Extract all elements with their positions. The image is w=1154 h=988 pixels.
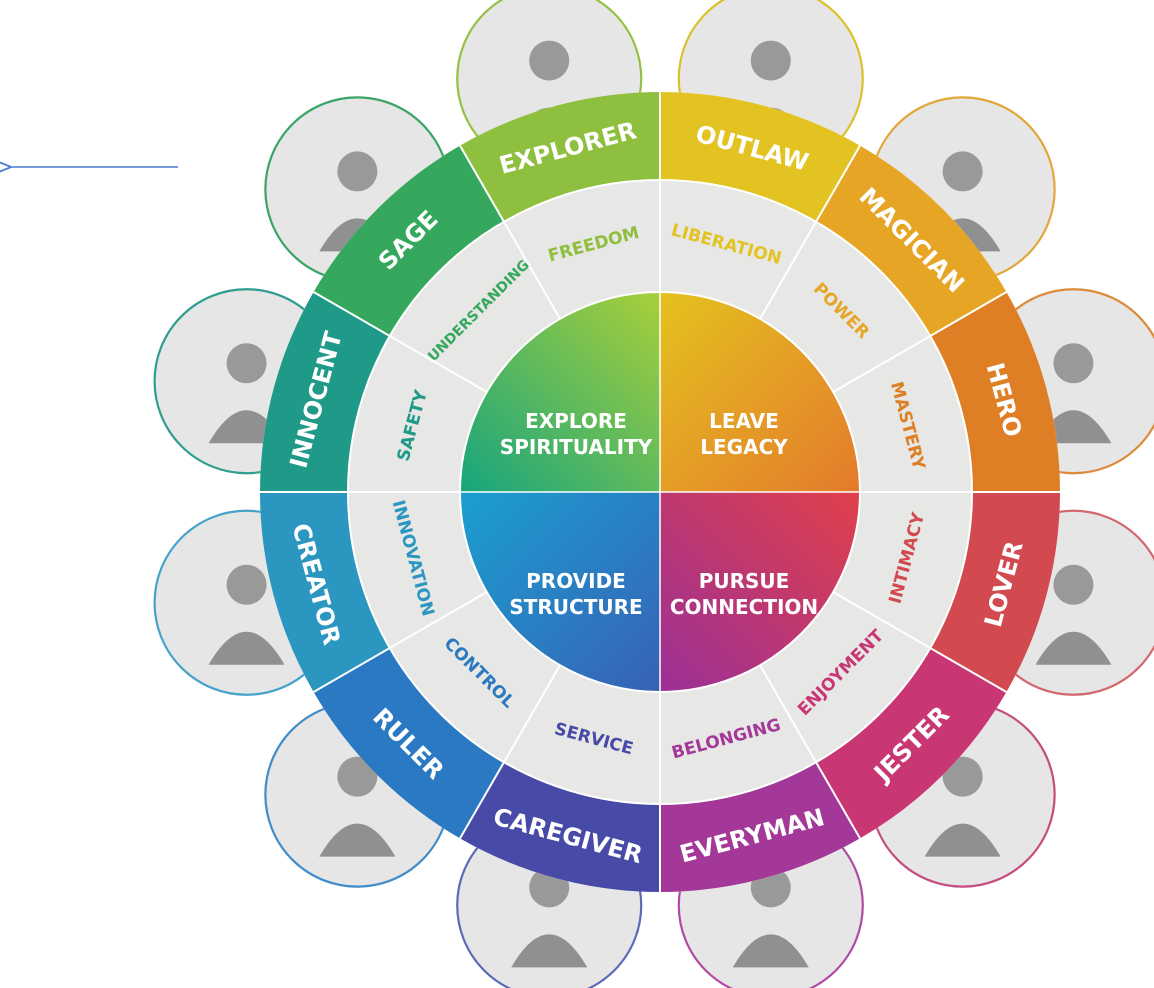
portrait-head-creator [226,564,267,605]
goal-quadrant-explore [460,292,660,492]
portrait-head-ruler [337,756,378,797]
divider-line [832,591,1007,693]
archetype-segment-jester [816,648,1007,839]
archetype-segment-explorer [460,92,660,222]
archetype-segment-sage [313,145,504,336]
portrait-head-innocent [226,343,267,384]
divider-line [759,664,861,839]
portrait-head-sage [337,151,378,192]
goal-label-connection-line1: PURSUE [699,569,790,593]
goal-label-legacy-line1: LEAVE [709,409,779,433]
goal-quadrants [460,292,860,692]
goal-label-connection-line2: CONNECTION [670,595,818,619]
archetype-segment-outlaw [660,92,860,222]
ring-boundary [347,179,973,805]
portrait-head-explorer [529,40,570,81]
goal-label-structure-line2: STRUCTURE [509,595,642,619]
goal-quadrant-legacy [660,292,860,492]
archetype-segment-innocent [260,292,390,492]
portrait-body-lover [1035,631,1112,665]
goal-label-legacy-line2: LEGACY [700,435,788,459]
portrait-body-creator [208,631,285,665]
ring-boundary [459,291,861,693]
archetype-segment-creator [260,492,390,692]
portrait-body-jester [924,823,1001,857]
archetype-segment-lover [930,492,1060,692]
goal-label-explore-line2: SPIRITUALITY [500,435,653,459]
portrait-head-jester [942,756,983,797]
archetype-segment-magician [816,145,1007,336]
goal-quadrant-structure [460,492,660,692]
divider-line [459,145,561,320]
archetype-segment-caregiver [460,762,660,892]
value-ring-band [347,180,972,805]
divider-line [313,591,488,693]
portrait-body-ruler [319,823,396,857]
divider-line [459,664,561,839]
divider-line [313,291,488,393]
portrait-head-hero [1053,343,1094,384]
archetype-segment-everyman [660,762,860,892]
value-ring [347,180,972,805]
archetype-segment-hero [930,292,1060,492]
portrait-head-outlaw [750,40,791,81]
portrait-body-everyman [732,934,809,968]
portrait-body-caregiver [511,934,588,968]
divider-line [759,145,861,320]
goal-label-structure-line1: PROVIDE [526,569,626,593]
goal-quadrant-connection [660,492,860,692]
divider-line [832,291,1007,393]
ring-dividers [260,92,1060,892]
goal-label-explore-line1: EXPLORE [525,409,627,433]
portrait-head-magician [942,151,983,192]
portrait-head-lover [1053,564,1094,605]
archetype-segment-ruler [313,648,504,839]
